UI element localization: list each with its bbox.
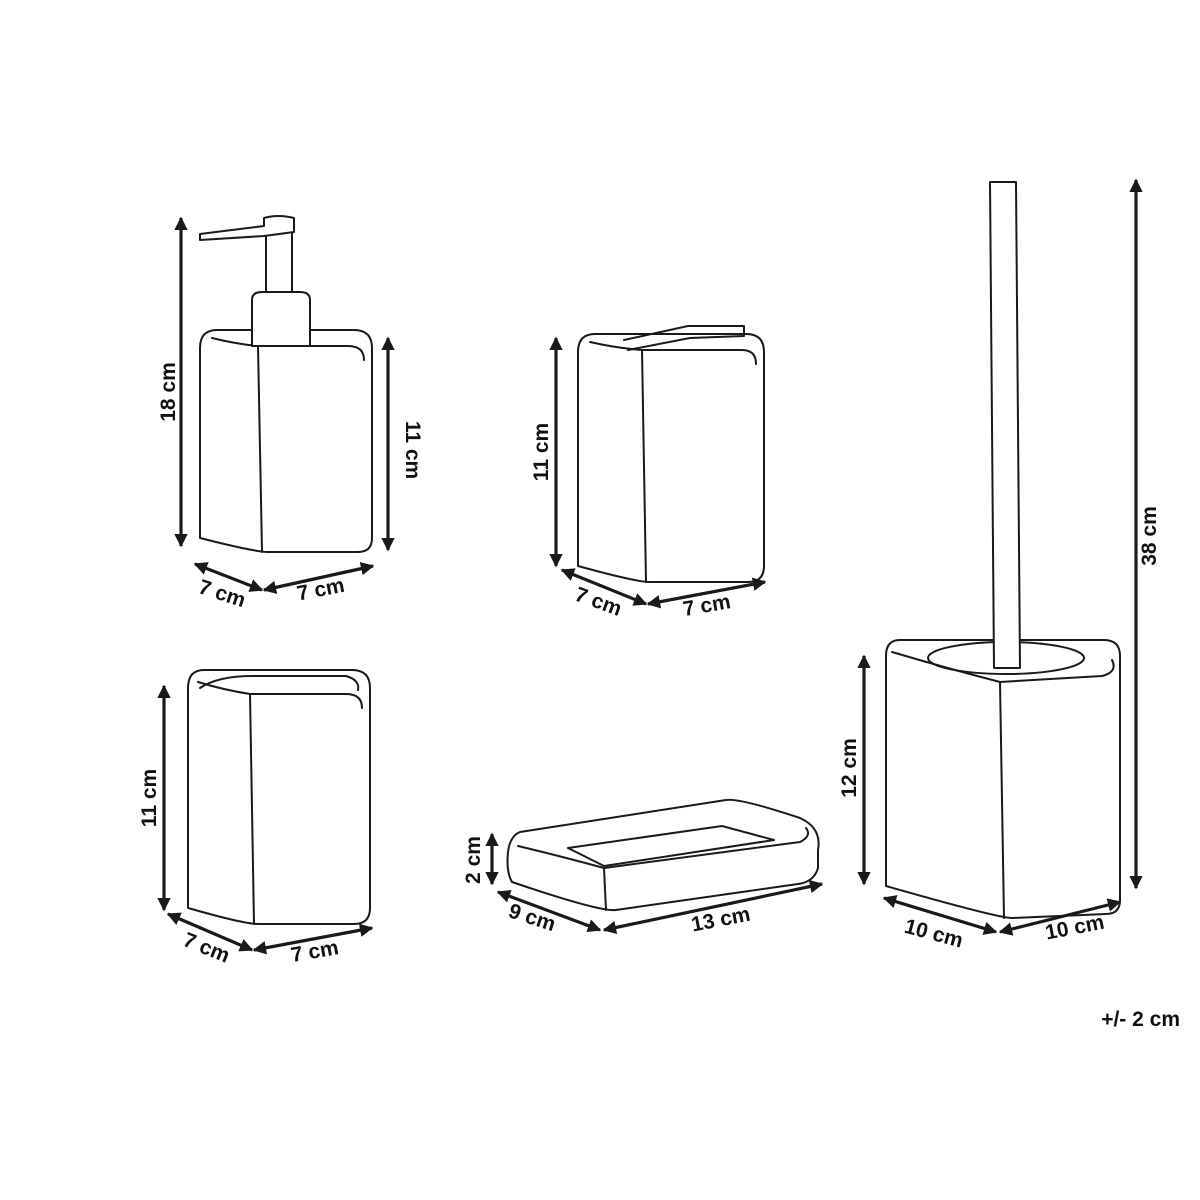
dispenser-side-edge	[257, 345, 263, 553]
tumbler-body	[187, 669, 371, 925]
dispenser-width-label: 7 cm	[295, 574, 346, 606]
holder-depth-arrow	[560, 568, 648, 606]
brush-width-arrow	[998, 898, 1122, 936]
dish-height-label: 2 cm	[462, 836, 485, 884]
dish-width-arrow	[602, 879, 824, 935]
tumbler-side-edge	[249, 693, 255, 925]
tumbler-rim-inner	[199, 675, 360, 691]
holder-depth-label: 7 cm	[572, 583, 625, 621]
soap-dispenser	[199, 215, 373, 553]
toilet-brush	[885, 181, 1121, 919]
brush-total-height-label: 38 cm	[1138, 506, 1161, 566]
dispenser-total-height-label: 18 cm	[157, 362, 180, 422]
brush-holder-height-label: 12 cm	[838, 738, 861, 798]
holder-body	[577, 333, 765, 583]
brush-handle	[989, 181, 1021, 669]
brush-depth-arrow	[882, 895, 998, 935]
holder-width-arrow	[646, 577, 767, 609]
dispenser-body	[199, 329, 373, 553]
dispenser-depth-arrow	[193, 562, 264, 592]
dish-inner-well	[567, 825, 775, 867]
dispenser-pump-head	[199, 215, 295, 241]
tumbler-height-label: 11 cm	[138, 769, 161, 827]
tumbler-front-edge	[197, 681, 363, 709]
toothbrush-holder	[577, 325, 765, 583]
dispenser-collar	[251, 291, 311, 347]
dispenser-width-arrow	[262, 562, 375, 594]
tumbler-depth-label: 7 cm	[180, 928, 233, 967]
dish-depth-arrow	[496, 889, 602, 933]
dispenser-body-height-label: 11 cm	[401, 421, 424, 479]
dish-width-label: 13 cm	[689, 903, 752, 937]
holder-height-label: 11 cm	[530, 423, 553, 481]
tumbler-depth-arrow	[166, 912, 254, 952]
dish-depth-label: 9 cm	[506, 899, 559, 936]
tolerance-note: +/- 2 cm	[1101, 1008, 1180, 1031]
holder-front-edge	[589, 341, 757, 365]
holder-slot	[623, 325, 745, 351]
brush-holder-side-edge	[999, 681, 1005, 919]
tumbler-width-arrow	[252, 923, 374, 955]
tumbler	[187, 669, 371, 925]
holder-side-edge	[641, 349, 647, 583]
